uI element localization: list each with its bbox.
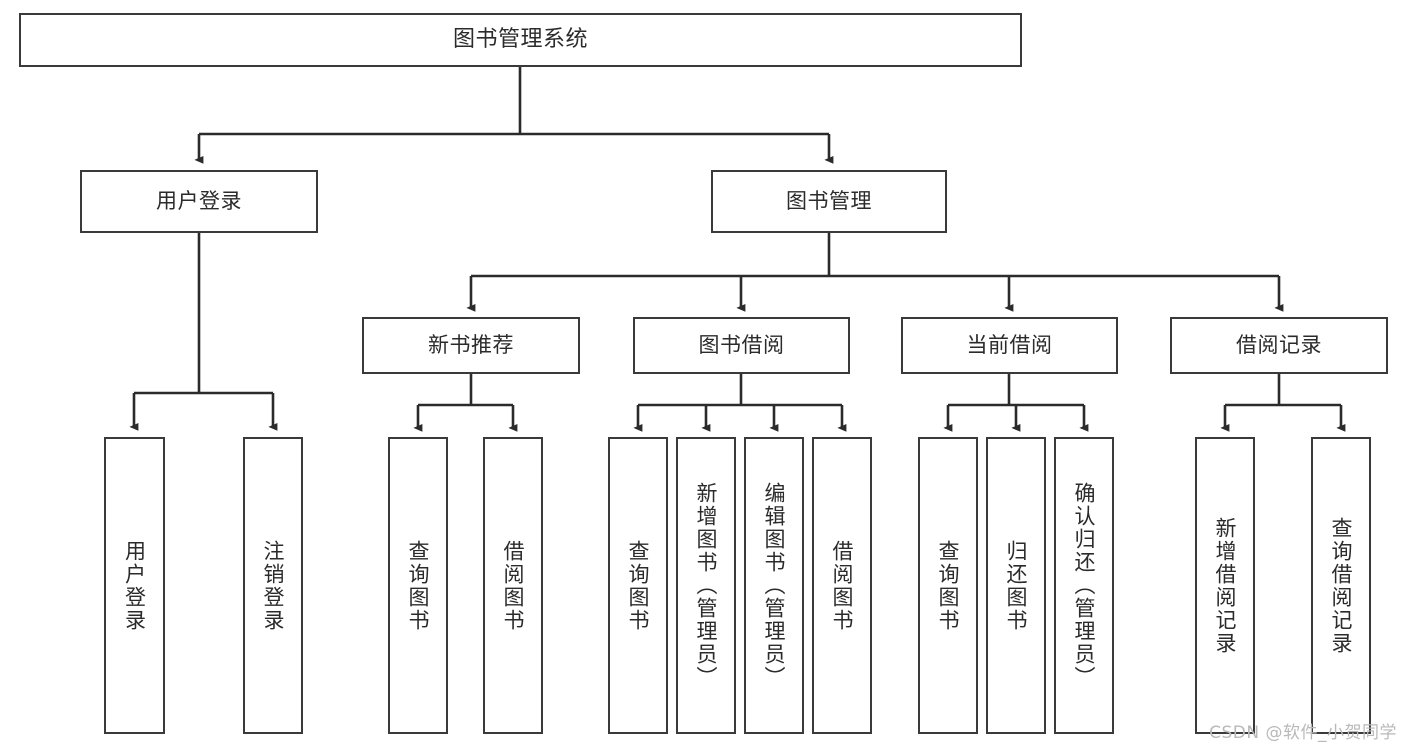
- node-book-borrow-label: 图书借阅: [698, 333, 785, 358]
- node-leaf-return-book-label: 归还图书: [1004, 539, 1029, 632]
- node-root[interactable]: 图书管理系统: [19, 13, 1022, 67]
- node-leaf-query-book-1[interactable]: 查询图书: [388, 437, 448, 734]
- node-leaf-borrow-book-2[interactable]: 借阅图书: [812, 437, 872, 734]
- node-leaf-query-book-3[interactable]: 查询图书: [918, 437, 978, 734]
- node-leaf-query-book-3-label: 查询图书: [936, 539, 961, 632]
- node-borrow-record[interactable]: 借阅记录: [1170, 317, 1388, 374]
- node-leaf-borrow-book-1-label: 借阅图书: [501, 539, 526, 632]
- node-leaf-edit-book-label: 编辑图书（管理员）: [762, 482, 787, 689]
- node-leaf-user-logout-label: 注销登录: [261, 539, 286, 632]
- node-book-manage[interactable]: 图书管理: [711, 170, 947, 233]
- node-leaf-query-book-2-label: 查询图书: [626, 539, 651, 632]
- node-leaf-query-book-1-label: 查询图书: [406, 539, 431, 632]
- node-new-book-rec-label: 新书推荐: [428, 333, 514, 358]
- node-borrow-record-label: 借阅记录: [1236, 333, 1322, 358]
- node-leaf-query-book-2[interactable]: 查询图书: [608, 437, 668, 734]
- node-leaf-borrow-book-1[interactable]: 借阅图书: [483, 437, 543, 734]
- node-user-login-label: 用户登录: [156, 189, 242, 214]
- node-leaf-add-record-label: 新增借阅记录: [1213, 516, 1238, 655]
- node-user-login[interactable]: 用户登录: [80, 170, 318, 233]
- node-leaf-add-book-label: 新增图书（管理员）: [694, 482, 719, 689]
- node-leaf-edit-book[interactable]: 编辑图书（管理员）: [744, 437, 804, 734]
- node-leaf-query-record-label: 查询借阅记录: [1329, 516, 1354, 655]
- node-leaf-add-record[interactable]: 新增借阅记录: [1195, 437, 1255, 734]
- watermark: CSDN @软件_小贺同学: [1209, 723, 1397, 743]
- node-book-manage-label: 图书管理: [786, 189, 872, 214]
- node-leaf-return-book[interactable]: 归还图书: [986, 437, 1046, 734]
- node-leaf-user-login-label: 用户登录: [122, 539, 147, 632]
- node-book-borrow[interactable]: 图书借阅: [633, 317, 850, 374]
- node-leaf-confirm-return[interactable]: 确认归还（管理员）: [1054, 437, 1114, 734]
- node-leaf-borrow-book-2-label: 借阅图书: [830, 539, 855, 632]
- node-leaf-user-logout[interactable]: 注销登录: [243, 437, 303, 734]
- node-leaf-confirm-return-label: 确认归还（管理员）: [1072, 482, 1097, 689]
- node-new-book-rec[interactable]: 新书推荐: [362, 317, 580, 374]
- node-root-label: 图书管理系统: [452, 27, 588, 53]
- node-leaf-query-record[interactable]: 查询借阅记录: [1311, 437, 1371, 734]
- node-leaf-add-book[interactable]: 新增图书（管理员）: [676, 437, 736, 734]
- node-current-borrow-label: 当前借阅: [966, 333, 1053, 358]
- node-leaf-user-login[interactable]: 用户登录: [104, 437, 165, 734]
- node-current-borrow[interactable]: 当前借阅: [901, 317, 1118, 374]
